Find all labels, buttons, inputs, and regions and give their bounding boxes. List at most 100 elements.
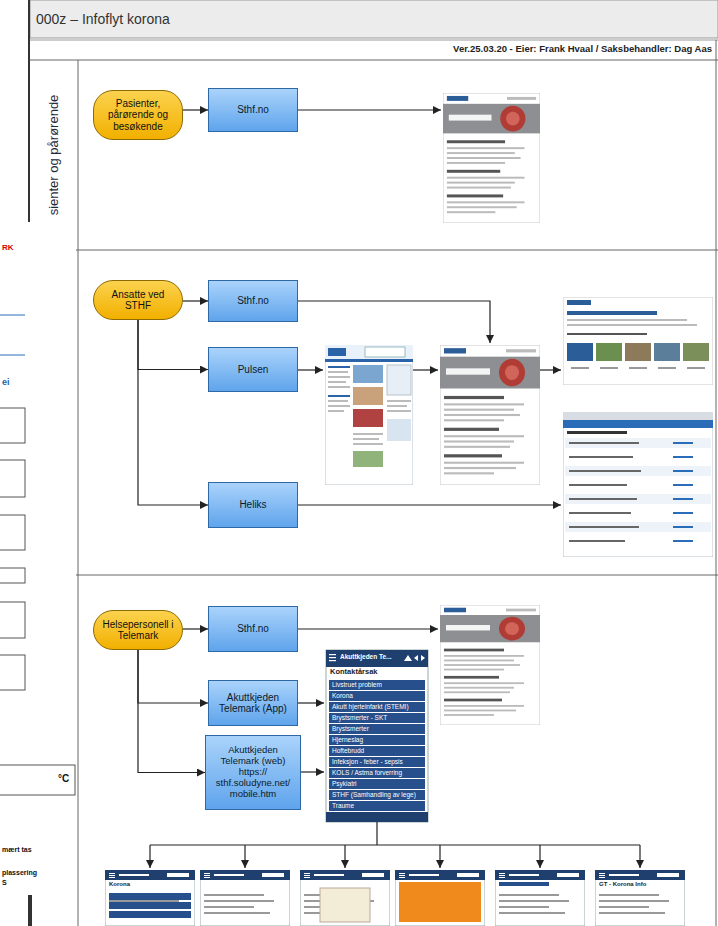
page-edge	[28, 895, 32, 926]
app-screenshot	[326, 650, 428, 822]
channel-box: Sthf.no	[208, 280, 298, 322]
screenshot	[443, 93, 540, 223]
screenshot	[563, 412, 713, 557]
box-text: Sthf.no	[237, 295, 269, 307]
app-list-item: Korona	[332, 691, 353, 701]
arrow	[344, 845, 345, 868]
arrow	[298, 628, 438, 629]
connector	[138, 320, 208, 370]
app-list-item: Hoftebrudd	[332, 746, 364, 756]
form-field	[0, 602, 25, 638]
screenshot-arrows	[150, 110, 640, 868]
arrow	[298, 504, 561, 505]
connector	[183, 628, 208, 629]
arrow	[290, 109, 441, 110]
menu-icon	[329, 654, 336, 655]
screenshot	[105, 870, 195, 926]
form-field	[0, 765, 75, 795]
arrow	[540, 369, 561, 370]
title-bar	[30, 0, 718, 38]
app-list-item: Traume	[332, 801, 354, 811]
channel-box: Pulsen	[208, 347, 298, 392]
arrow	[439, 845, 440, 868]
app-title: Akuttkjeden Te...	[340, 653, 392, 660]
screenshot	[300, 870, 390, 926]
lane-divider	[30, 250, 718, 251]
list-bar	[329, 713, 425, 723]
lane-label: sienter og pårørende	[31, 61, 77, 249]
lane-title: sienter og pårørende	[47, 95, 62, 216]
list-bar	[329, 746, 425, 756]
app-footer	[326, 812, 428, 822]
box-text: Pasienter, pårørende og besøkende	[99, 98, 177, 133]
form-line	[0, 315, 25, 316]
app-list-item: Brystsmerter	[332, 724, 369, 734]
fragment-text: S	[2, 879, 7, 887]
box-text: Heliks	[239, 499, 266, 511]
list-bar	[329, 801, 425, 811]
menu-icon	[329, 660, 336, 661]
arrow	[376, 822, 377, 845]
list-bar	[329, 680, 425, 690]
connector	[138, 650, 208, 703]
list-bar	[329, 735, 425, 745]
app-list-item: Akutt hjerteinfarkt (STEMI)	[332, 702, 409, 712]
list-bar	[329, 724, 425, 734]
list-bar	[329, 790, 425, 800]
channel-box: Akuttkjeden Telemark (App)	[208, 680, 298, 726]
list-bar	[329, 702, 425, 712]
form-field	[0, 515, 25, 550]
app-header	[326, 650, 428, 667]
arrow	[539, 845, 540, 868]
arrow	[244, 845, 245, 868]
form-field	[0, 408, 25, 443]
app-list-item: Livstruet problem	[332, 680, 382, 690]
channel-box: Heliks	[208, 482, 298, 528]
arrow	[301, 771, 324, 772]
arrow	[298, 301, 490, 343]
list-bar	[109, 893, 191, 900]
menu-icon	[329, 657, 336, 658]
box-text: Akuttkjeden Telemark (App)	[213, 692, 293, 715]
arrow	[298, 702, 324, 703]
app-list-item: Psykiatri	[332, 779, 357, 789]
screenshot-heading: Korona	[109, 881, 130, 888]
screenshot	[595, 870, 685, 926]
frame-line	[30, 60, 718, 61]
connector	[138, 650, 205, 773]
list-bar	[329, 768, 425, 778]
channel-box: Akuttkjeden Telemark (web) https:// sthf…	[205, 735, 301, 810]
app-list-item: STHF (Samhandling av lege)	[332, 790, 416, 800]
box-text: Helsepersonell i Telemark	[99, 619, 177, 642]
notice-block	[399, 882, 481, 922]
actor-box: Helsepersonell i Telemark	[93, 610, 183, 650]
frame-line	[30, 40, 718, 41]
fragment-text: ei	[2, 377, 10, 387]
screenshot	[495, 870, 585, 926]
arrow	[639, 845, 640, 868]
fragment-text: plassering	[2, 869, 37, 877]
fragment-text: mært tas	[2, 846, 32, 854]
form-field	[0, 460, 25, 497]
list-bar	[329, 757, 425, 767]
home-icon	[404, 655, 412, 661]
arrow	[150, 844, 640, 845]
back-icon	[414, 655, 418, 661]
screenshot	[325, 345, 413, 485]
app-list	[329, 680, 425, 811]
app-list-item: Brystsmerter - SKT	[332, 713, 387, 723]
actor-box: Pasienter, pårørende og besøkende	[93, 90, 183, 140]
list-bar	[109, 902, 191, 909]
screenshot	[563, 297, 713, 385]
screenshot	[440, 605, 540, 725]
box-text: Sthf.no	[237, 104, 269, 116]
screenshot	[440, 345, 540, 485]
arrow	[413, 369, 438, 370]
connector	[183, 109, 208, 110]
connector	[138, 320, 208, 505]
arrow	[298, 369, 323, 370]
app-heading: Kontaktårsak	[330, 668, 378, 677]
